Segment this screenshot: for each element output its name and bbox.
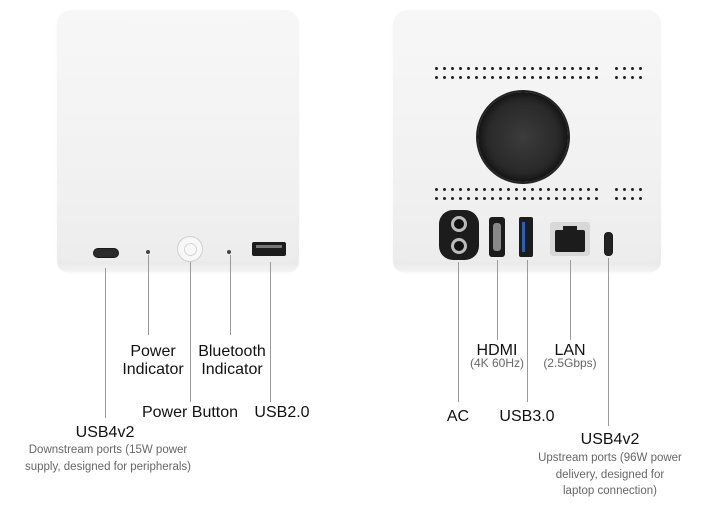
vent-bottom-right <box>615 197 642 200</box>
usb-a-port-icon <box>252 242 286 256</box>
label-bluetooth-indicator: Bluetooth Indicator <box>198 343 266 379</box>
leader-line-usb4v2 <box>105 268 106 418</box>
usb-c-port-icon <box>93 248 119 258</box>
label-hdmi-spec: (4K 60Hz) <box>469 356 525 370</box>
leader-line-power-indicator <box>148 255 149 335</box>
leader-line-usb4v2-right <box>608 258 609 426</box>
label-hdmi: HDMI <box>476 342 518 359</box>
leader-line-bluetooth-indicator <box>230 255 231 335</box>
vent-bottom-left <box>435 188 598 191</box>
label-power-button: Power Button <box>141 404 239 421</box>
vent-bottom-left <box>435 197 598 200</box>
leader-line-power-button <box>190 262 191 402</box>
device-base <box>57 262 299 272</box>
vent-top-right <box>615 67 642 70</box>
vent-top-left <box>435 67 598 70</box>
note-usb4v2-left: Downstream ports (15W power supply, desi… <box>25 444 191 473</box>
leader-line-hdmi <box>497 260 498 340</box>
led-icon <box>227 250 231 254</box>
label-usb20: USB2.0 <box>254 404 310 421</box>
usb-a-port-icon <box>519 217 533 257</box>
note-usb4v2-right: Upstream ports (96W power delivery, desi… <box>538 452 682 498</box>
ethernet-port-icon <box>550 222 590 256</box>
front-panel-device <box>57 10 299 272</box>
label-power-indicator: Power Indicator <box>122 343 184 379</box>
vent-top-right <box>615 76 642 79</box>
leader-line-usb20 <box>270 262 271 402</box>
label-lan-spec: (2.5Gbps) <box>543 356 597 370</box>
hdmi-port-icon <box>489 217 505 257</box>
label-ac: AC <box>446 408 470 425</box>
rear-panel-device <box>393 10 661 272</box>
usb-c-port-icon <box>604 232 613 256</box>
leader-line-ac <box>458 262 459 402</box>
ac-socket-icon <box>439 210 479 260</box>
label-usb30: USB3.0 <box>499 408 555 425</box>
power-button-icon <box>177 236 203 262</box>
vent-top-left <box>435 76 598 79</box>
label-usb4v2-right: USB4v2 <box>580 431 640 448</box>
vent-bottom-right <box>615 188 642 191</box>
label-lan: LAN <box>554 342 586 359</box>
led-icon <box>146 250 150 254</box>
label-usb4v2-left: USB4v2 <box>75 424 135 441</box>
fan-icon <box>478 92 568 182</box>
leader-line-usb30 <box>527 260 528 402</box>
leader-line-lan <box>570 260 571 340</box>
